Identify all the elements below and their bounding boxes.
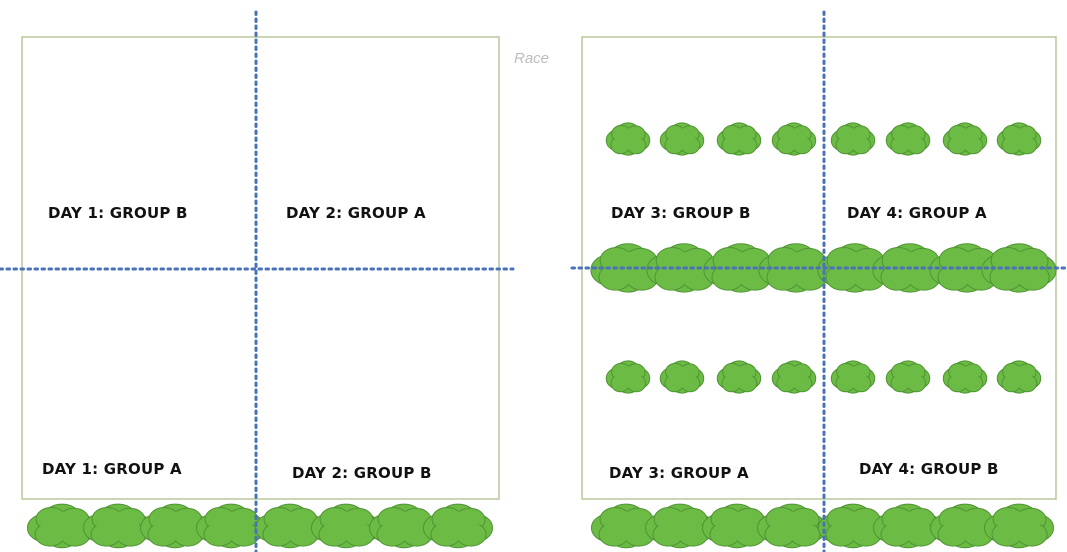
right-quadrant-bottom-left-label: DAY 3: GROUP A	[609, 464, 749, 482]
right-shrub-small	[771, 122, 817, 156]
right-shrub-small	[830, 122, 876, 156]
right-shrub-small	[716, 122, 762, 156]
right-shrub-small	[771, 360, 817, 394]
right-quadrant-top-left-label: DAY 3: GROUP B	[611, 204, 751, 222]
right-quadrant-top-right-label: DAY 4: GROUP A	[847, 204, 987, 222]
right-shrub-small	[605, 360, 651, 394]
left-shrub-large	[310, 503, 382, 549]
right-shrub-small	[885, 122, 931, 156]
left-quadrant-top-right-label: DAY 2: GROUP A	[286, 204, 426, 222]
right-shrub-small	[942, 122, 988, 156]
right-shrub-small	[605, 122, 651, 156]
shrub-rows	[26, 122, 1057, 549]
right-shrub-small	[996, 122, 1042, 156]
right-shrub-small	[659, 360, 705, 394]
left-shrub-large	[254, 503, 326, 549]
left-shrub-large	[195, 503, 267, 549]
left-quadrant-bottom-left-label: DAY 1: GROUP A	[42, 460, 182, 478]
right-shrub-small	[830, 360, 876, 394]
right-quadrant-bottom-right-label: DAY 4: GROUP B	[859, 460, 999, 478]
left-shrub-large	[139, 503, 211, 549]
left-shrub-large	[26, 503, 98, 549]
left-quadrant-bottom-right-label: DAY 2: GROUP B	[292, 464, 432, 482]
left-quadrant-top-left-label: DAY 1: GROUP B	[48, 204, 188, 222]
left-shrub-large	[422, 503, 494, 549]
right-shrub-small	[659, 122, 705, 156]
right-shrub-small	[996, 360, 1042, 394]
right-shrub-large	[701, 503, 773, 549]
right-shrub-large	[817, 503, 889, 549]
right-shrub-large	[983, 503, 1055, 549]
right-shrub-large	[644, 503, 716, 549]
race-label: Race	[514, 50, 549, 67]
right-shrub-small	[942, 360, 988, 394]
right-shrub-small	[716, 360, 762, 394]
right-shrub-large	[756, 503, 828, 549]
left-shrub-large	[82, 503, 154, 549]
left-shrub-large	[368, 503, 440, 549]
right-shrub-small	[885, 360, 931, 394]
